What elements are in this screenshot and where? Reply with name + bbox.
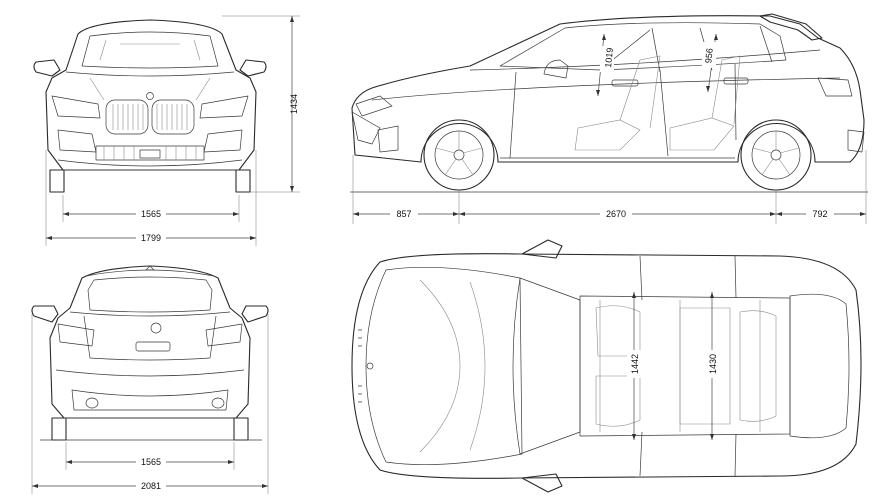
rear-track-label: 1565 <box>141 457 161 467</box>
top-view <box>351 239 862 493</box>
headroom-rear-label: 956 <box>703 48 715 64</box>
front-view-dimensions: 1434 1565 1799 <box>45 15 300 246</box>
wheelbase-label: 2670 <box>606 209 626 219</box>
front-track-label: 1565 <box>141 209 161 219</box>
rear-view <box>31 265 269 441</box>
side-view <box>350 13 868 193</box>
shoulder-front-label: 1442 <box>630 354 640 374</box>
front-width-label: 1799 <box>141 233 161 243</box>
side-view-dimensions: 1019 956 857 2670 792 <box>352 33 867 224</box>
top-view-dimensions: 1442 1430 <box>627 292 719 440</box>
headroom-front-label: 1019 <box>603 47 615 68</box>
front-overhang-label: 857 <box>396 209 411 219</box>
rear-view-dimensions: 1565 2081 <box>31 314 269 494</box>
height-label: 1434 <box>289 94 299 114</box>
width-mirrors-label: 2081 <box>141 481 161 491</box>
rear-overhang-label: 792 <box>812 209 827 219</box>
shoulder-rear-label: 1430 <box>708 354 718 374</box>
front-view <box>33 19 267 193</box>
